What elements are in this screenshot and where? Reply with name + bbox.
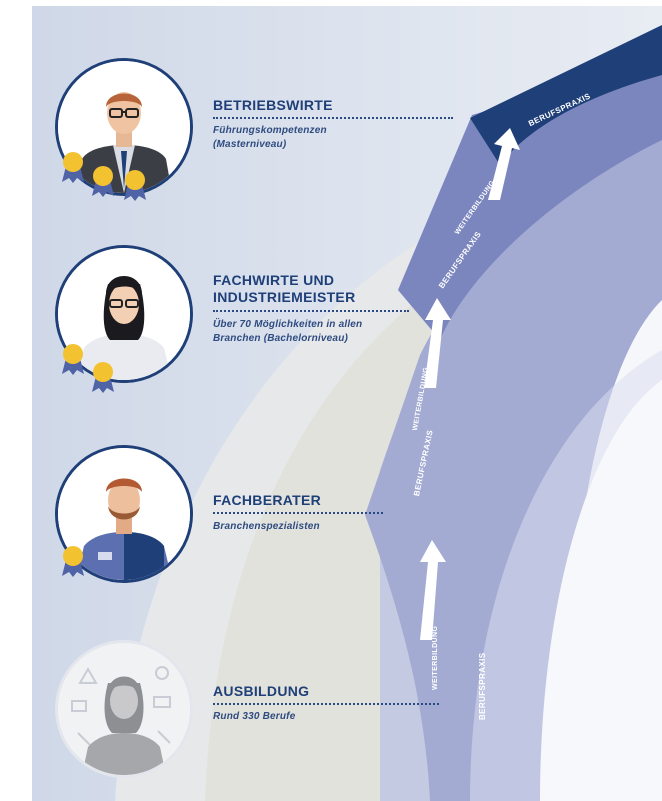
level-subtitle: Über 70 Möglichkeiten in allen Branchen … [213, 319, 363, 344]
divider [213, 117, 453, 119]
level-title: AUSBILDUNG [213, 683, 310, 699]
navy-band [470, 25, 662, 165]
mid-band [398, 60, 662, 340]
level-subtitle: Rund 330 Berufe [213, 711, 296, 722]
level-title: BETRIEBSWIRTE [213, 97, 333, 113]
arrow-up-icon [424, 298, 451, 388]
medal-icon [92, 166, 114, 197]
band-label-berufspraxis: BERUFSPRAXIS [478, 652, 487, 720]
medal-icon [62, 344, 84, 375]
bearded-man-avatar-icon [55, 445, 193, 583]
arrow-up-icon [420, 540, 446, 640]
level-title: FACHWIRTE UND INDUSTRIEMEISTER [213, 272, 356, 305]
medal-icon [124, 170, 146, 201]
level-subtitle: Führungskompetenzen (Masterniveau) [213, 125, 327, 150]
divider [213, 310, 409, 312]
level-subtitle: Branchenspezialisten [213, 521, 320, 532]
arrow-up-icon [488, 128, 520, 200]
divider [213, 512, 383, 514]
medal-icon [92, 362, 114, 393]
band-label-weiterbildung: WEITERBILDUNG [432, 625, 439, 690]
medal-icon [62, 152, 84, 183]
level-title: FACHBERATER [213, 492, 322, 508]
inner-white [540, 380, 662, 801]
divider [213, 703, 439, 705]
medal-icon [62, 546, 84, 577]
trainee-avatar-icon [55, 640, 193, 778]
